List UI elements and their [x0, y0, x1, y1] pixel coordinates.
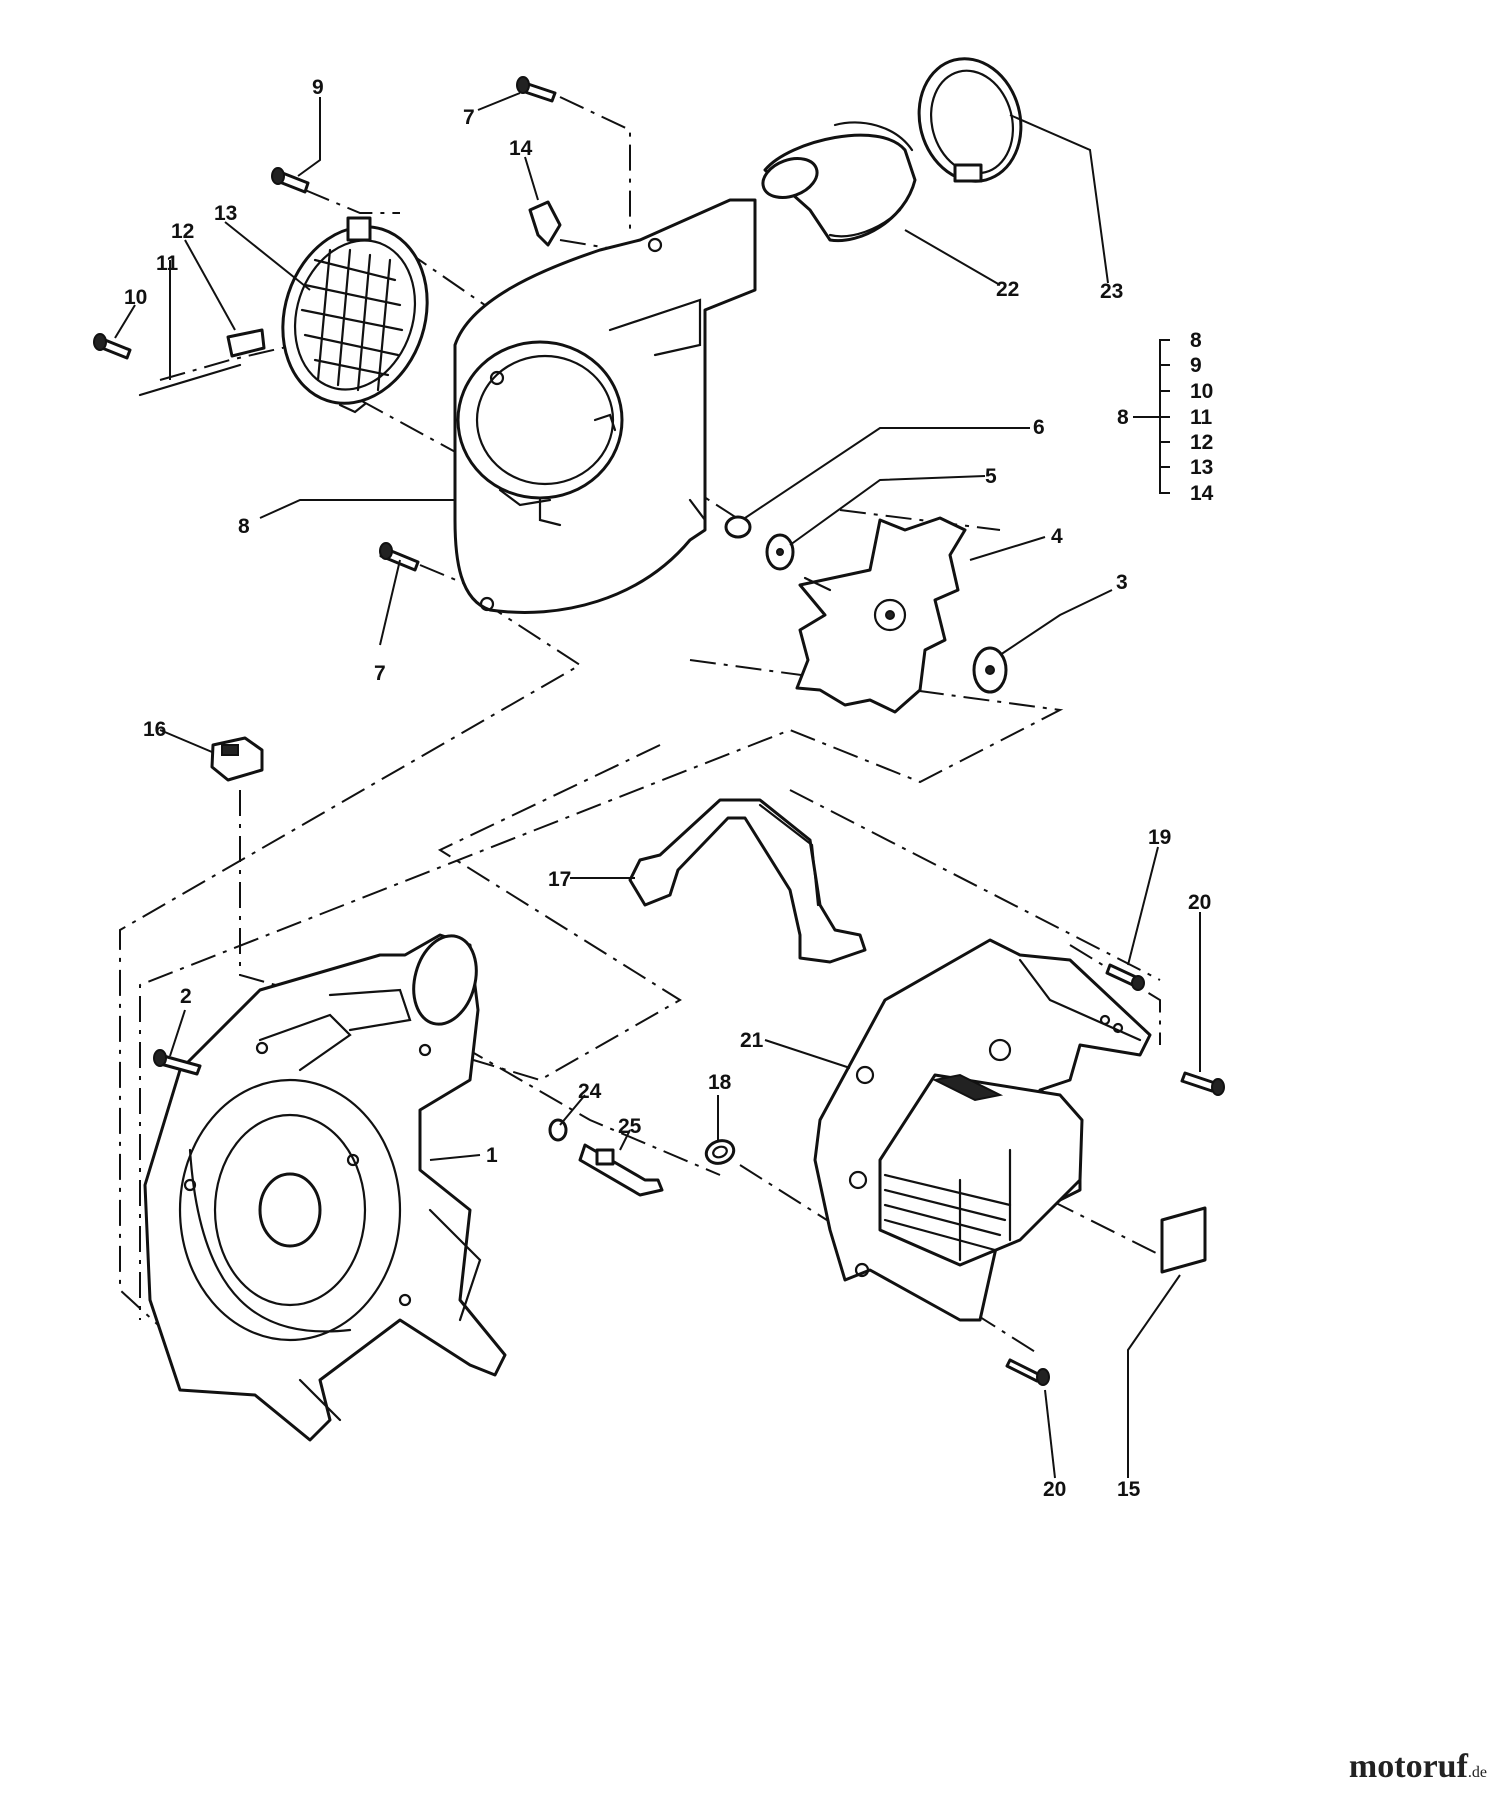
- fan-impeller: [795, 516, 967, 714]
- screw-20-lower: [1005, 1358, 1050, 1386]
- callout-labels: 1 2 3 4 5 6 7 7 8 9 10 11 12 13 14 15 16…: [124, 76, 1211, 1501]
- callout-19: 19: [1148, 826, 1171, 849]
- filter-pad: [1160, 1206, 1207, 1274]
- spacer-6: [724, 515, 752, 539]
- callout-4: 4: [1051, 525, 1063, 548]
- kit-member-label: 8: [1190, 329, 1202, 352]
- watermark-suffix: .de: [1467, 1764, 1487, 1781]
- hose-clamp: [917, 57, 1023, 183]
- callout-18: 18: [708, 1071, 732, 1094]
- callout-6: 6: [1033, 416, 1045, 439]
- callout-25: 25: [618, 1115, 642, 1138]
- kit-parent-label: 8: [1117, 406, 1129, 429]
- foam-pad: [528, 200, 562, 247]
- callout-13: 13: [214, 202, 237, 225]
- seal-strip: [138, 363, 242, 397]
- intake-screen: [281, 216, 429, 414]
- callout-21: 21: [740, 1029, 764, 1052]
- kit-member-label: 14: [1190, 482, 1214, 505]
- washer-5: [765, 533, 795, 571]
- callout-10: 10: [124, 286, 147, 309]
- nut-3: [972, 646, 1008, 694]
- blower-housing-main: [143, 933, 507, 1442]
- screw-10: [93, 333, 132, 360]
- nut-24: [548, 1118, 568, 1142]
- screw-7-top: [516, 76, 557, 103]
- screw-7-bottom: [379, 542, 420, 572]
- callout-22: 22: [996, 278, 1019, 301]
- watermark-logo: motoruf.de: [1349, 1748, 1487, 1786]
- watermark-brand: motoruf: [1348, 1748, 1468, 1785]
- grommet: [704, 1139, 736, 1165]
- callout-7-bottom: 7: [374, 662, 386, 685]
- callout-7-top: 7: [463, 106, 475, 129]
- screw-2: [153, 1049, 202, 1076]
- kit-member-label: 12: [1190, 431, 1213, 454]
- throttle-linkage: [628, 798, 867, 964]
- callout-17: 17: [548, 868, 571, 891]
- kit-member-label: 10: [1190, 380, 1213, 403]
- callout-20-lower: 20: [1043, 1478, 1066, 1501]
- screw-20-upper: [1180, 1071, 1225, 1096]
- callout-14: 14: [509, 137, 533, 160]
- screw-19: [1105, 963, 1145, 991]
- leader-lines: [114, 92, 1201, 1479]
- callout-15: 15: [1117, 1478, 1141, 1501]
- callout-23: 23: [1100, 280, 1123, 303]
- callout-5: 5: [985, 465, 997, 488]
- callout-12: 12: [171, 220, 194, 243]
- kit-member-label: 13: [1190, 456, 1213, 479]
- blower-housing-cover: [453, 198, 757, 614]
- pin-25: [578, 1143, 664, 1197]
- callout-8: 8: [238, 515, 250, 538]
- callout-2: 2: [180, 985, 192, 1008]
- air-filter: [878, 1073, 1084, 1267]
- callout-3: 3: [1116, 571, 1128, 594]
- callout-1: 1: [486, 1144, 498, 1167]
- callout-11: 11: [156, 252, 179, 275]
- screw-9: [271, 167, 310, 194]
- kit-member-label: 11: [1190, 406, 1213, 429]
- nozzle-adapter: [761, 121, 917, 243]
- callout-16: 16: [143, 718, 166, 741]
- label-plate: [226, 328, 266, 358]
- callout-9: 9: [312, 76, 324, 99]
- callout-24: 24: [578, 1080, 602, 1103]
- stop-switch: [210, 736, 264, 782]
- kit-member-label: 9: [1190, 354, 1202, 377]
- callout-20-upper: 20: [1188, 891, 1211, 914]
